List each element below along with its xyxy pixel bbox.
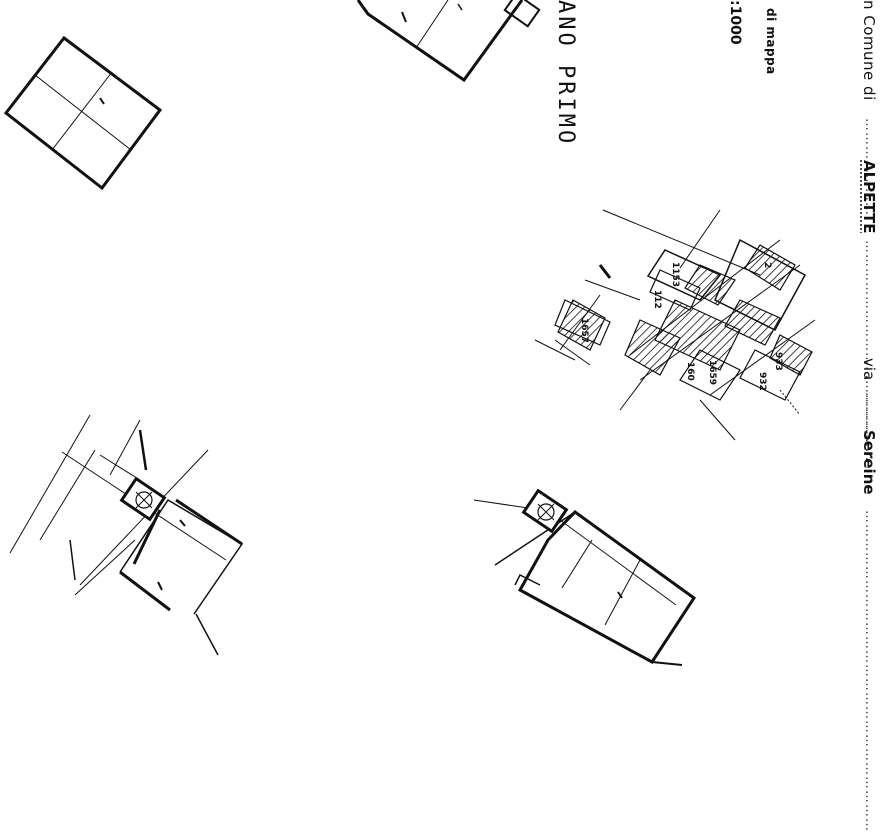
location-plan: 1153 2 112 160 1659 1657 932 933 <box>534 209 816 441</box>
comune-prefix: n Comune di <box>860 0 878 101</box>
plan-drawing: 1153 2 112 160 1659 1657 932 933 <box>3 0 816 666</box>
room-bottom-left <box>9 414 244 656</box>
comune-name: ALPETTE <box>860 160 878 234</box>
mappa-label: di mappa <box>764 8 778 75</box>
parcel-label: 2 <box>762 262 772 268</box>
scale-label: :1000 <box>727 0 743 45</box>
room-bottom-right <box>473 488 697 666</box>
parcel-label: 112 <box>652 290 662 309</box>
comune-dots: ………………… <box>862 118 877 216</box>
via-label: via <box>860 358 878 381</box>
via-dots: …………………………………… <box>862 240 877 436</box>
parcel-label: 1657 <box>579 318 589 343</box>
floor-label: ANO PRIMO <box>553 0 578 147</box>
parcel-label: 932 <box>757 372 767 391</box>
parcel-label: 1659 <box>707 360 717 385</box>
room-top-center <box>356 0 541 83</box>
room-top-left <box>3 35 163 191</box>
parcel-label: 1153 <box>670 262 680 287</box>
parcel-label: 160 <box>685 362 695 381</box>
via-name: Sereine <box>860 430 878 495</box>
via-dots-short: …………… <box>862 392 877 462</box>
parcel-label: 933 <box>773 352 783 371</box>
cadastral-floor-plan-sheet: n Comune di ………………… ALPETTE ………………………………… <box>3 0 878 832</box>
